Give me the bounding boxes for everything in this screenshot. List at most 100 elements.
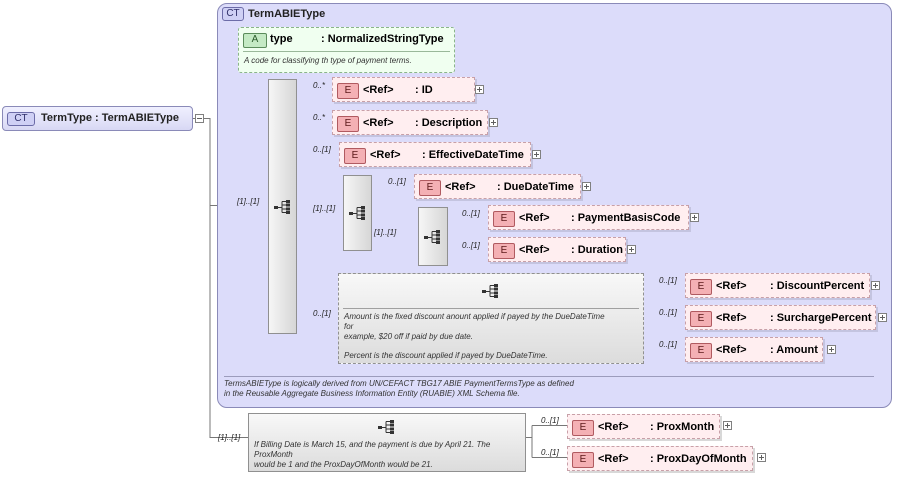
element-surcharge-percent[interactable]: E <Ref> : SurchargePercent (685, 305, 876, 330)
sequence-doc-line: would be 1 and the ProxDayOfMonth would … (254, 460, 433, 469)
cardinality-label: 0..[1] (541, 416, 559, 425)
expand-toggle-duration[interactable] (627, 245, 636, 254)
element-icon: E (337, 116, 359, 132)
expand-toggle-prox-month[interactable] (723, 421, 732, 430)
cardinality-label: 0..* (313, 113, 326, 122)
complex-type-root-icon: CT (7, 112, 35, 126)
sequence-divider (343, 308, 639, 309)
attribute-type-name: : NormalizedStringType (321, 33, 444, 45)
cardinality-label: 0..[1] (541, 448, 559, 457)
element-icon: E (493, 243, 515, 259)
element-payment-basis-code[interactable]: E <Ref> : PaymentBasisCode (488, 205, 689, 230)
element-ref-label: <Ref> (363, 84, 394, 96)
element-ref-label: <Ref> (445, 181, 476, 193)
element-icon: E (690, 311, 712, 327)
element-name: : SurchargePercent (770, 312, 872, 324)
expand-toggle-discount[interactable] (871, 281, 880, 290)
sequence-compositor-nested-2[interactable] (418, 207, 448, 266)
expand-toggle-amount[interactable] (827, 345, 836, 354)
element-name: : PaymentBasisCode (571, 212, 681, 224)
element-ref-label: <Ref> (716, 312, 747, 324)
cardinality-label: [1]..[1] (313, 204, 336, 213)
element-duration[interactable]: E <Ref> : Duration (488, 237, 626, 262)
element-name: : EffectiveDateTime (422, 149, 524, 161)
attribute-documentation: A code for classifying th type of paymen… (244, 56, 412, 65)
root-element-label: TermType : TermABIEType (41, 112, 179, 124)
sequence-compositor-amounts[interactable]: Amount is the fixed discount anount appl… (338, 273, 644, 364)
sequence-doc-line: Percent is the discount applied if payed… (344, 351, 548, 360)
sequence-doc-line: If Billing Date is March 15, and the pay… (254, 440, 491, 449)
cardinality-label: [1]..[1] (237, 197, 260, 206)
sequence-icon (273, 199, 290, 214)
sequence-icon (482, 284, 498, 298)
sequence-icon (424, 229, 440, 244)
complex-type-title: TermABIEType (248, 8, 326, 20)
cardinality-label: [1]..[1] (374, 228, 397, 237)
sequence-doc-line: example, $20 off if paid by due date. (344, 332, 473, 341)
sequence-icon (378, 420, 394, 434)
element-id[interactable]: E <Ref> : ID (332, 77, 475, 102)
element-name: : Duration (571, 244, 623, 256)
element-ref-label: <Ref> (716, 280, 747, 292)
element-ref-label: <Ref> (370, 149, 401, 161)
element-icon: E (419, 180, 441, 196)
element-name: : ProxDayOfMonth (650, 453, 747, 465)
expand-toggle-description[interactable] (489, 118, 498, 127)
expand-toggle-prox-day[interactable] (757, 453, 766, 462)
element-icon: E (690, 343, 712, 359)
element-icon: E (337, 83, 359, 99)
cardinality-label: 0..[1] (462, 241, 480, 250)
complex-type-doc-line: in the Reusable Aggregate Business Infor… (224, 389, 520, 398)
cardinality-label: 0..[1] (388, 177, 406, 186)
complex-type-header: CT TermABIEType (222, 7, 325, 21)
expand-toggle-payment-basis[interactable] (690, 213, 699, 222)
element-prox-month[interactable]: E <Ref> : ProxMonth (567, 414, 720, 439)
expand-toggle-surcharge[interactable] (878, 313, 887, 322)
cardinality-label: 0..[1] (313, 309, 331, 318)
element-icon: E (493, 211, 515, 227)
element-due-date-time[interactable]: E <Ref> : DueDateTime (414, 174, 581, 199)
attribute-name: type (270, 33, 293, 45)
collapse-toggle-root[interactable] (195, 114, 204, 123)
cardinality-label: 0..[1] (659, 308, 677, 317)
element-name: : Amount (770, 344, 818, 356)
complex-type-icon: CT (222, 7, 244, 21)
cardinality-label: 0..[1] (659, 276, 677, 285)
element-icon: E (690, 279, 712, 295)
element-ref-label: <Ref> (519, 244, 550, 256)
element-icon: E (572, 452, 594, 468)
element-icon: E (572, 420, 594, 436)
sequence-icon (348, 206, 365, 220)
cardinality-label: 0..[1] (659, 340, 677, 349)
root-element[interactable]: CT TermType : TermABIEType (2, 106, 193, 131)
element-name: : Description (415, 117, 483, 129)
element-icon: E (344, 148, 366, 164)
sequence-compositor-prox[interactable]: If Billing Date is March 15, and the pay… (248, 413, 526, 472)
expand-toggle-effective[interactable] (532, 150, 541, 159)
element-prox-day-of-month[interactable]: E <Ref> : ProxDayOfMonth (567, 446, 753, 471)
element-name: : DiscountPercent (770, 280, 865, 292)
element-discount-percent[interactable]: E <Ref> : DiscountPercent (685, 273, 870, 298)
element-name: : DueDateTime (497, 181, 574, 193)
complex-type-documentation: TermsABIEType is logically derived from … (224, 379, 574, 399)
expand-toggle-due-date[interactable] (582, 182, 591, 191)
element-description[interactable]: E <Ref> : Description (332, 110, 488, 135)
element-ref-label: <Ref> (598, 421, 629, 433)
element-ref-label: <Ref> (363, 117, 394, 129)
element-ref-label: <Ref> (598, 453, 629, 465)
sequence-doc-line: for (344, 322, 354, 331)
element-amount[interactable]: E <Ref> : Amount (685, 337, 823, 362)
complex-type-doc-line: TermsABIEType is logically derived from … (224, 379, 574, 388)
sequence-doc-line: Amount is the fixed discount anount appl… (344, 312, 605, 321)
sequence-compositor-main[interactable] (268, 79, 297, 334)
attribute-type[interactable]: A type : NormalizedStringType A code for… (238, 27, 455, 73)
element-name: : ProxMonth (650, 421, 715, 433)
sequence-compositor-nested-1[interactable] (343, 175, 372, 251)
attribute-divider (243, 51, 450, 52)
complex-type-doc-divider (224, 376, 874, 377)
sequence-doc-line: ProxMonth (254, 450, 293, 459)
cardinality-label: 0..* (313, 81, 326, 90)
element-effective-date-time[interactable]: E <Ref> : EffectiveDateTime (339, 142, 531, 167)
cardinality-label: 0..[1] (313, 145, 331, 154)
expand-toggle-id[interactable] (475, 85, 484, 94)
